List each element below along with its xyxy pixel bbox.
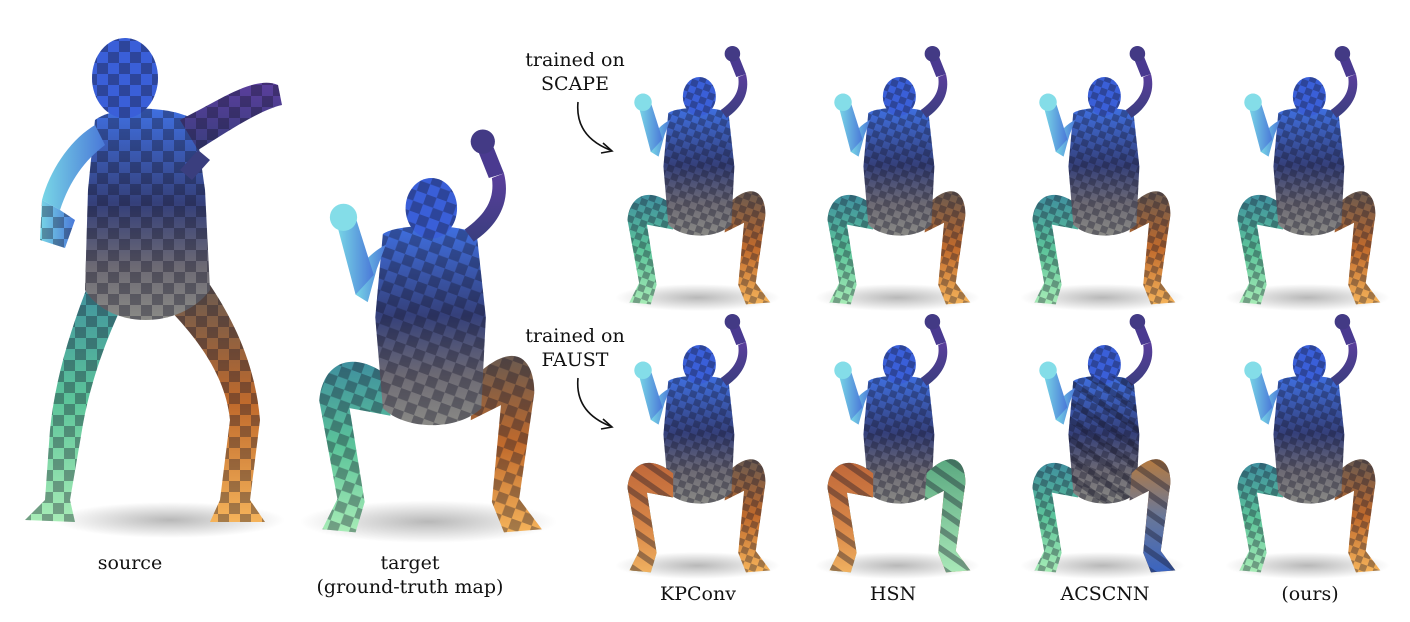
label-ours: (ours) (1281, 583, 1339, 605)
result-ours-scape (1220, 40, 1390, 320)
arrow-icon (576, 377, 614, 430)
row-label-faust-line1: trained on (525, 325, 625, 347)
row-label-faust: trained on FAUST (515, 324, 635, 372)
row-label-scape-line1: trained on (525, 49, 625, 71)
label-hsn: HSN (869, 583, 917, 605)
result-hsn-scape (810, 40, 980, 320)
result-kpconv-scape (610, 40, 780, 320)
result-kpconv-faust (610, 308, 780, 588)
result-hsn-faust (810, 308, 980, 588)
row-label-scape: trained on SCAPE (515, 48, 635, 96)
label-acscnn: ACSCNN (1060, 583, 1150, 605)
label-target-line1: target (380, 552, 440, 574)
label-kpconv: KPConv (660, 583, 736, 605)
result-acscnn-faust (1015, 308, 1185, 588)
result-ours-faust (1220, 308, 1390, 588)
result-acscnn-scape (1015, 40, 1185, 320)
arrow-icon (576, 101, 614, 154)
row-label-scape-line2: SCAPE (541, 73, 609, 95)
source-figure (20, 30, 290, 538)
label-source: source (97, 552, 163, 574)
row-label-faust-line2: FAUST (541, 349, 609, 371)
label-target: target (ground-truth map) (300, 551, 520, 599)
label-target-line2: (ground-truth map) (316, 576, 504, 598)
